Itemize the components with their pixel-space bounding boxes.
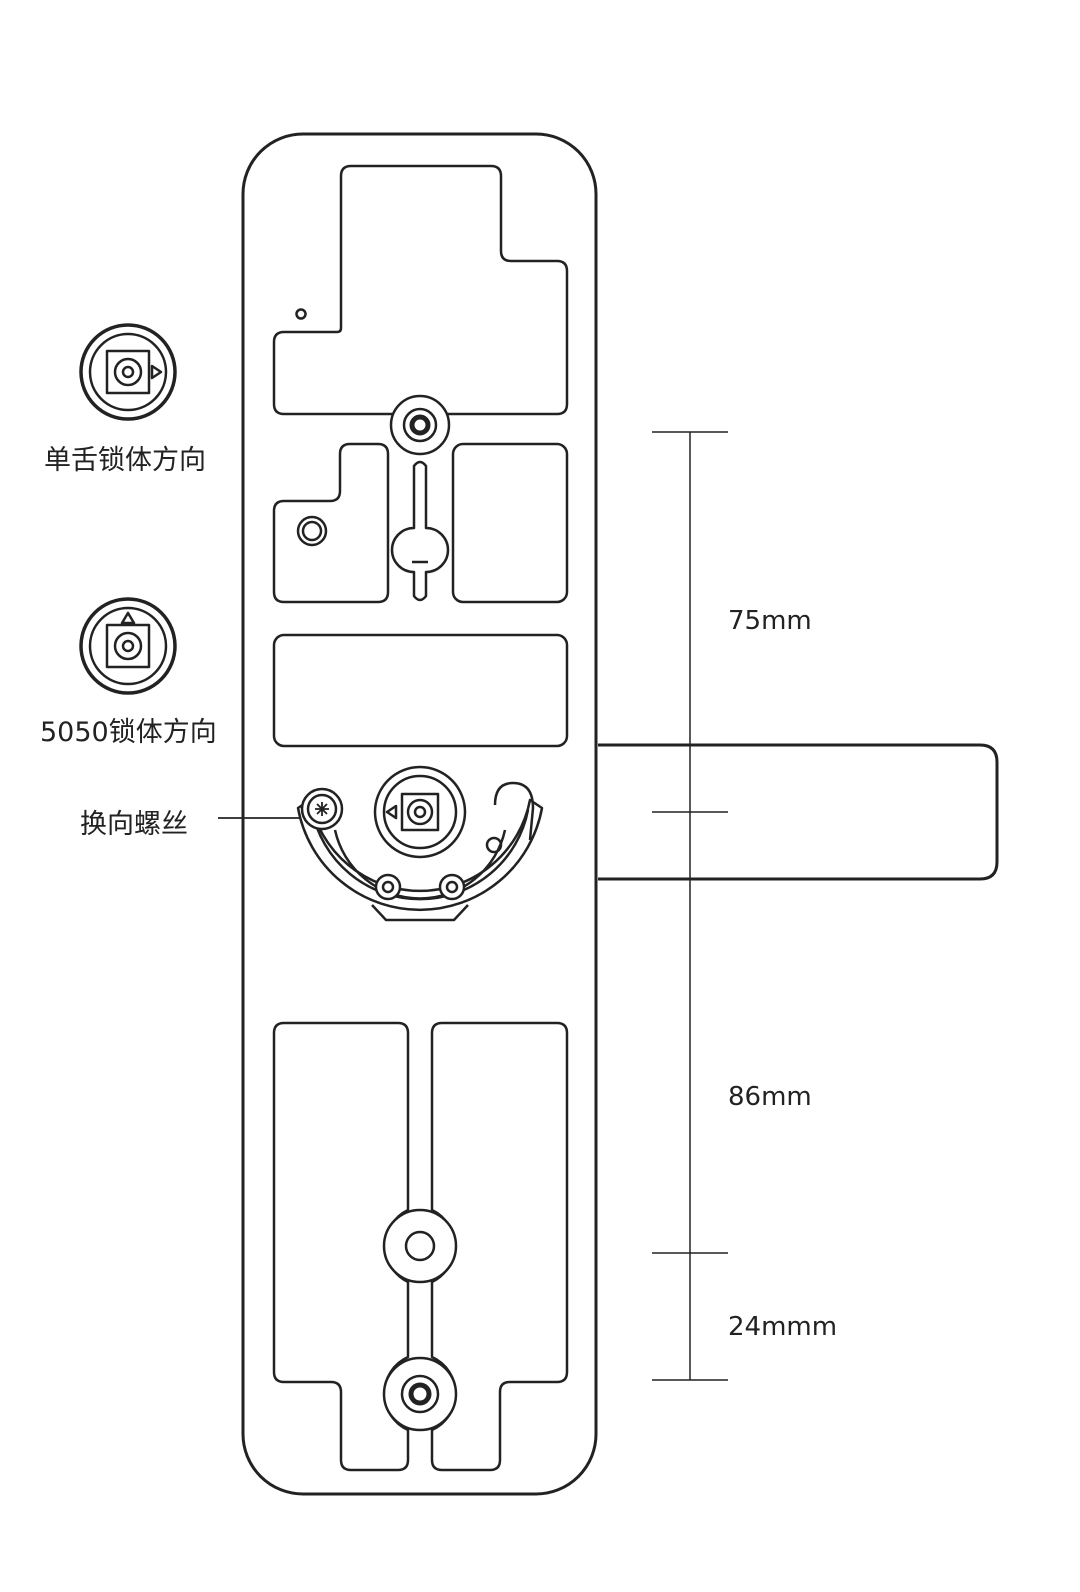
top-cutout — [272, 164, 569, 416]
small-hole-top — [295, 308, 307, 320]
right-hook — [493, 781, 535, 841]
arc-bracket — [333, 829, 507, 900]
top-screw-ring — [402, 407, 438, 443]
right-mid-cutout — [451, 442, 569, 604]
battery-cutout — [272, 633, 569, 748]
lock-5050-label: 5050锁体方向 — [40, 717, 217, 748]
single-tongue-icon-square — [105, 349, 151, 395]
single-tongue-icon-mid — [88, 332, 168, 412]
middle-lower-boss — [382, 1208, 458, 1284]
arc-guide — [296, 798, 544, 912]
single-tongue-icon-arrow — [150, 364, 163, 380]
lock-5050-icon-arrow — [120, 611, 136, 625]
small-screw-right — [485, 836, 503, 854]
single-tongue-icon-outer — [79, 323, 177, 421]
bottom-screw-boss — [382, 1356, 458, 1432]
middle-lower-hole — [404, 1230, 436, 1262]
spindle-arrow — [385, 804, 398, 820]
lock-5050-icon-circle — [113, 631, 143, 661]
bottom-screw-ring — [400, 1374, 440, 1414]
left-mid-cutout — [272, 442, 390, 604]
lever-handle — [598, 743, 999, 881]
spindle-circle — [406, 798, 434, 826]
top-screw-hole — [409, 414, 431, 436]
spindle-square — [400, 792, 440, 832]
single-tongue-icon-dot — [121, 365, 135, 379]
single-tongue-icon-circle — [113, 357, 143, 387]
spindle-housing-inner — [382, 774, 458, 850]
reversing-screw-mark — [315, 802, 329, 816]
lower-pin-left-inner — [381, 880, 395, 894]
dimension-upper-label: 75mm — [728, 606, 812, 636]
dimension-middle-label: 86mm — [728, 1082, 812, 1112]
top-screw-boss — [389, 394, 451, 456]
left-mid-hole — [296, 515, 328, 547]
lower-bracket — [371, 904, 469, 922]
spindle-housing — [373, 765, 467, 859]
keyhole-slot — [390, 460, 450, 602]
lock-5050-icon-square — [105, 623, 151, 669]
lock-5050-icon-outer — [79, 597, 177, 695]
bottom-screw-hole — [408, 1382, 432, 1406]
lower-pin-left — [374, 873, 402, 901]
reversing-screw-ring — [306, 793, 338, 825]
reversing-screw-label: 换向螺丝 — [80, 809, 188, 840]
spindle-dot — [413, 805, 427, 819]
lower-pin-right-inner — [445, 880, 459, 894]
lower-pin-right — [438, 873, 466, 901]
dimension-lower-label: 24mmm — [728, 1312, 838, 1342]
lock-5050-icon-mid — [88, 606, 168, 686]
single-tongue-label: 单舌锁体方向 — [44, 445, 206, 476]
left-mid-hole-inner — [301, 520, 323, 542]
lock-5050-icon-dot — [121, 639, 135, 653]
